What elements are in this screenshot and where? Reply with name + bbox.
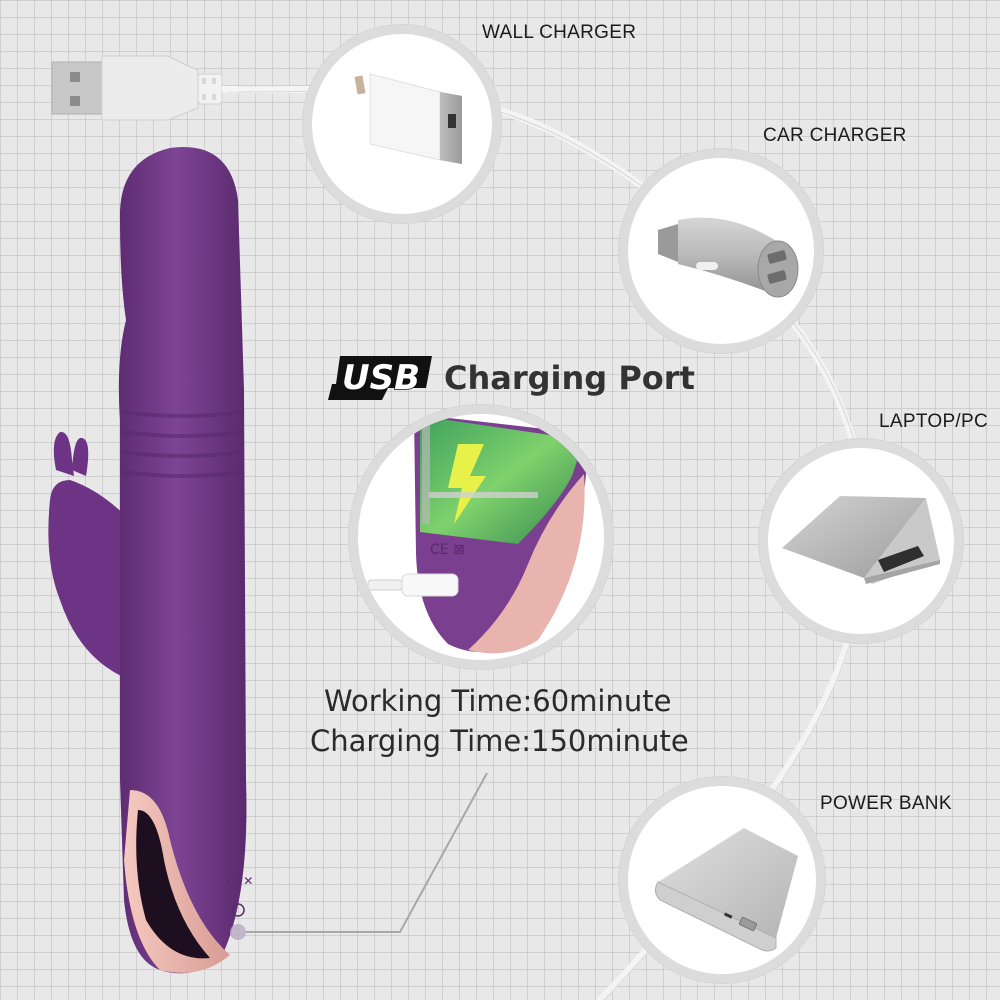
laptop-image [768, 448, 954, 634]
product-image: ‹ ‹ ✕ [48, 147, 253, 974]
power-bank-image [628, 786, 816, 974]
charging-time-text: Charging Time:150minute [310, 724, 689, 758]
usb-charging-heading: USB Charging Port [326, 354, 695, 402]
usb-logo-icon: USB [326, 354, 434, 402]
car-charger-image [628, 158, 814, 344]
wall-charger-icon [354, 73, 462, 164]
charging-port-image: CE ⊠ [358, 414, 604, 660]
power-bank-label: POWER BANK [820, 793, 952, 814]
usb-heading-title: Charging Port [444, 359, 695, 397]
laptop-icon [782, 496, 940, 584]
svg-text:CE ⊠: CE ⊠ [430, 542, 465, 558]
charging-port-detail-icon: CE ⊠ [367, 414, 588, 654]
car-charger-label: CAR CHARGER [763, 125, 907, 146]
usb-plug-icon [51, 55, 238, 121]
laptop-label: LAPTOP/PC [879, 411, 988, 432]
wall-charger-label: WALL CHARGER [482, 22, 637, 43]
power-bank-icon [654, 828, 798, 952]
working-time-text: Working Time:60minute [324, 684, 672, 718]
car-charger-icon [658, 217, 799, 298]
svg-text:‹ ‹ ✕: ‹ ‹ ✕ [226, 874, 253, 888]
wall-charger-image [312, 34, 492, 214]
svg-text:USB: USB [342, 358, 420, 398]
